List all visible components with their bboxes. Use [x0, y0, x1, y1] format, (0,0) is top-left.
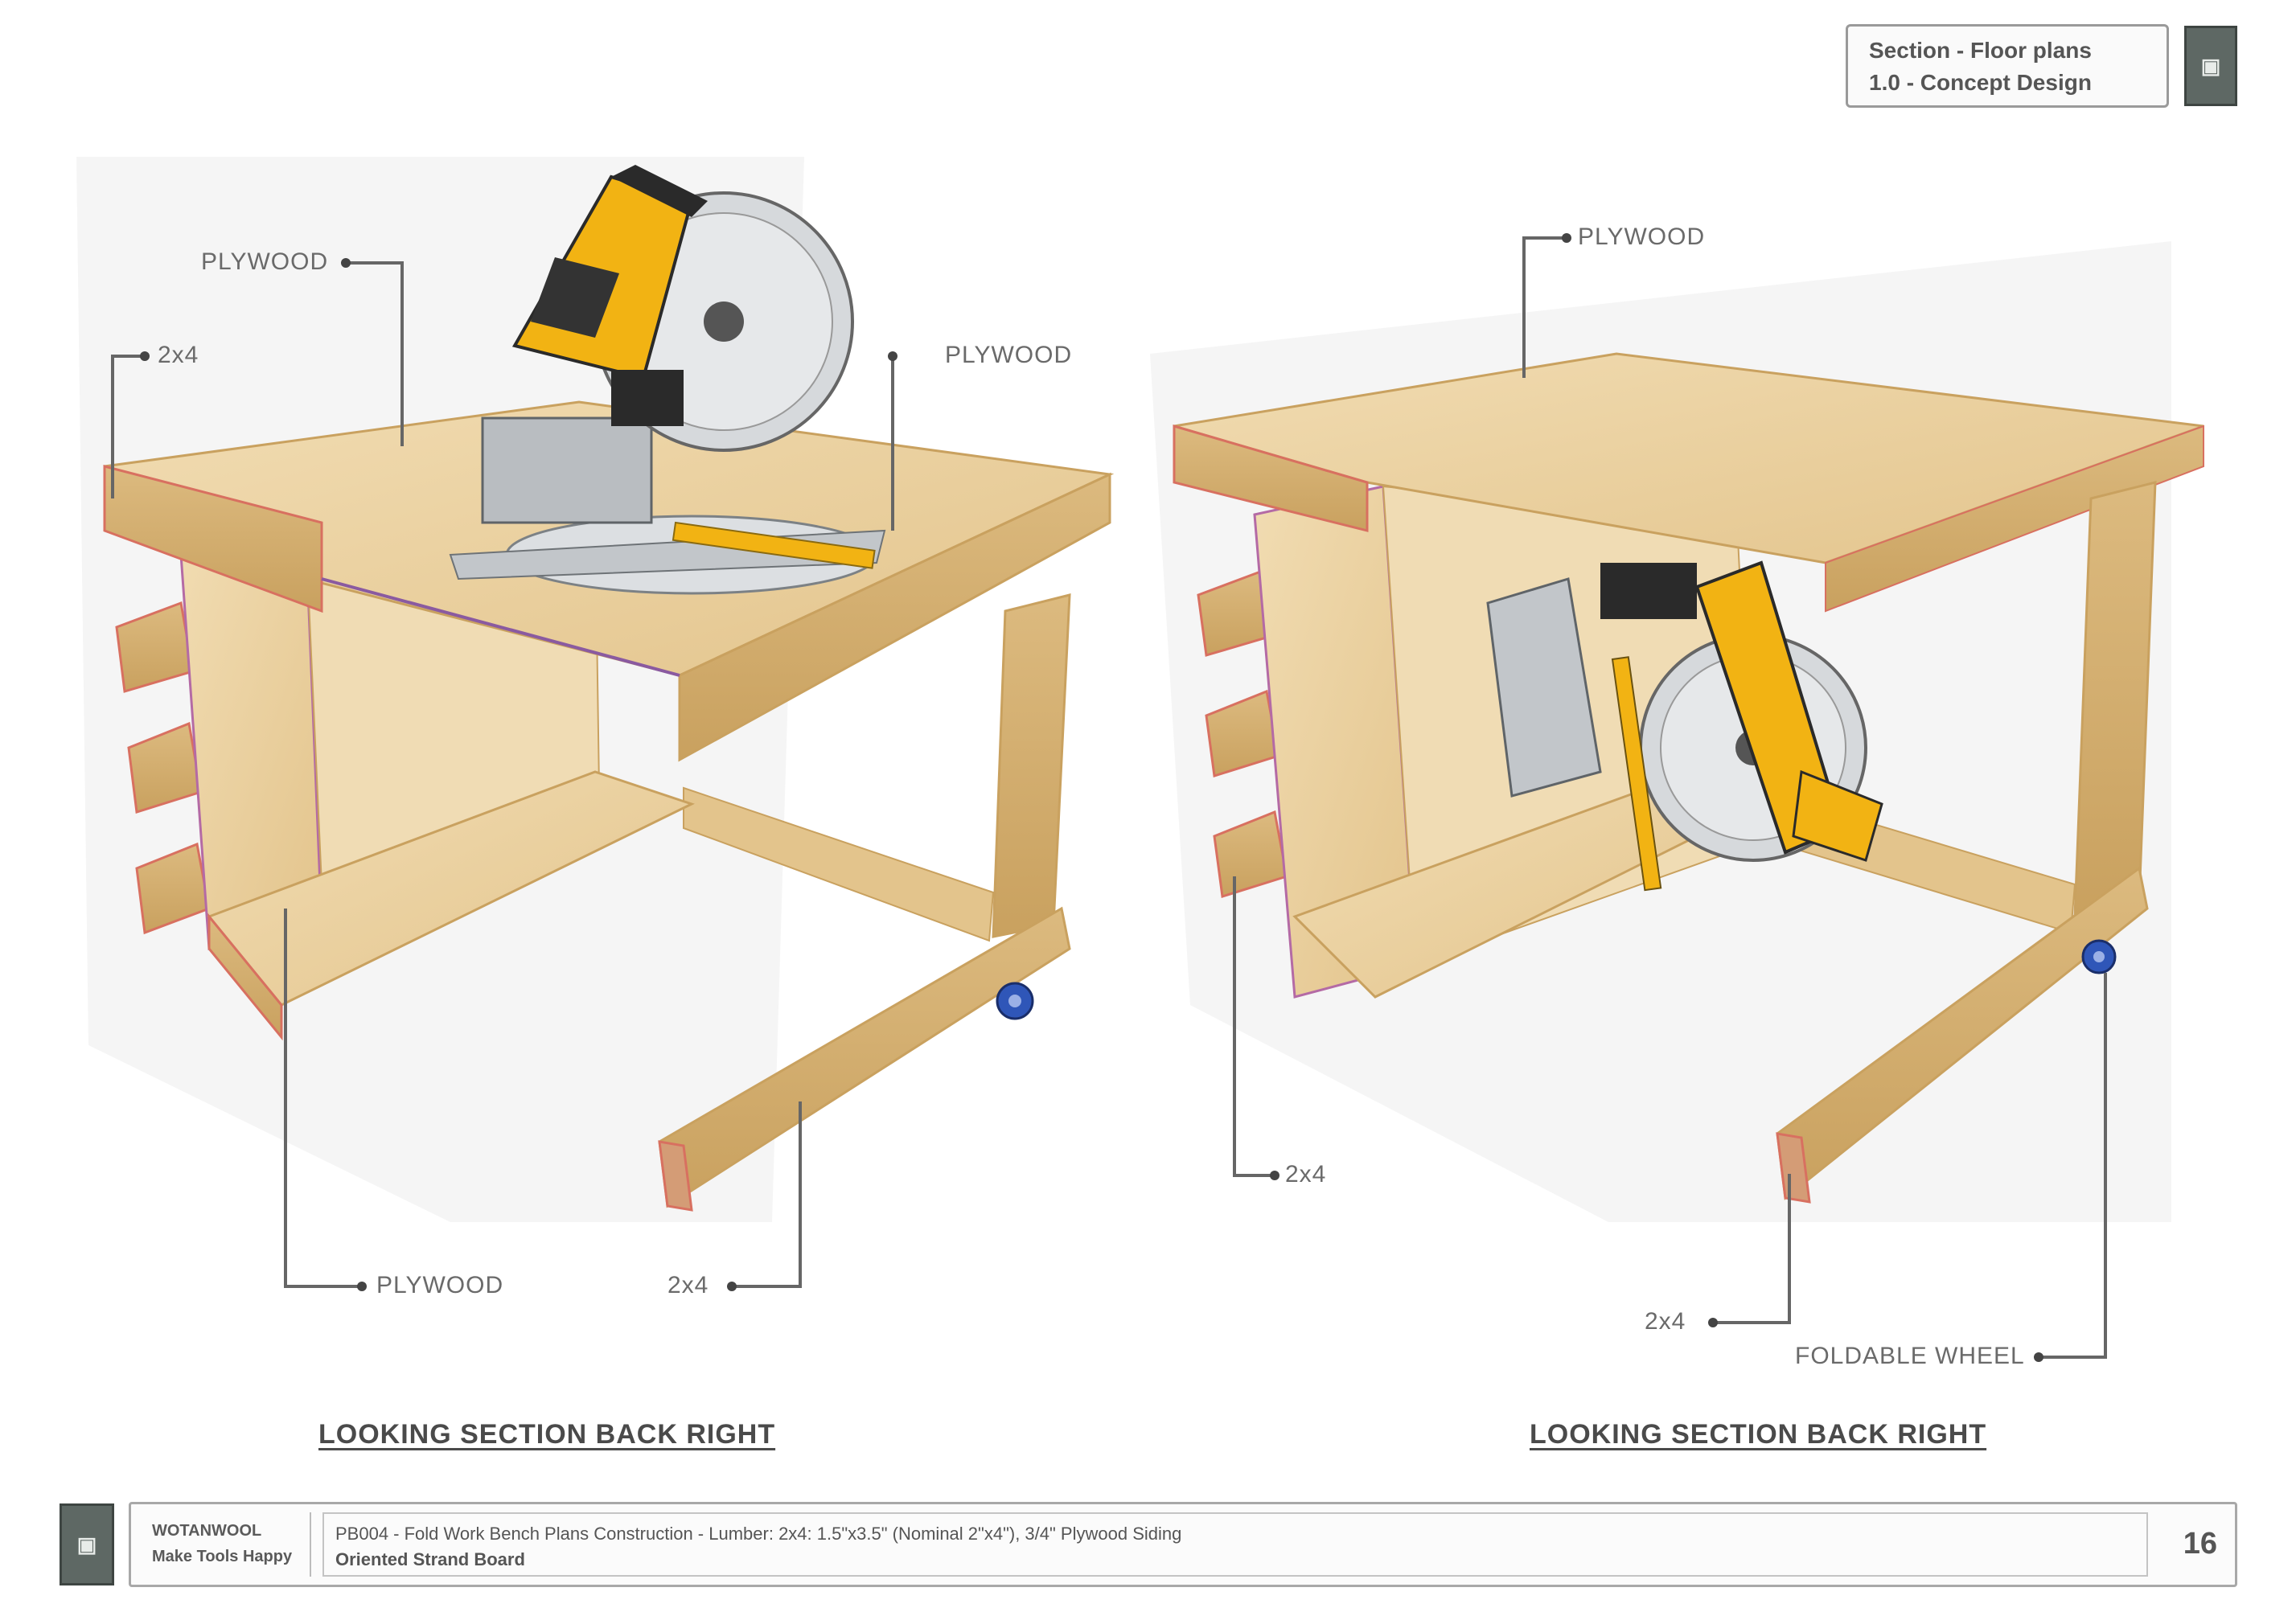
- description-line1: PB004 - Fold Work Bench Plans Constructi…: [335, 1524, 1182, 1544]
- brand-tagline: Make Tools Happy: [152, 1548, 293, 1565]
- right-shelves: [1197, 568, 1288, 898]
- callout-left-2x4-bottom: 2x4: [667, 1272, 709, 1298]
- callout-left-top-plywood: PLYWOOD: [201, 248, 329, 275]
- page-number: 16: [2183, 1527, 2217, 1561]
- title-block: Section - Floor plans 1.0 - Concept Desi…: [1846, 24, 2169, 108]
- right-leaders: [1233, 236, 2107, 1359]
- left-view-title: LOOKING SECTION BACK RIGHT: [318, 1419, 776, 1450]
- logo-badge-icon: ▣: [2184, 26, 2237, 106]
- left-shelves: [115, 601, 211, 935]
- title-block-line1: Section - Floor plans: [1869, 38, 2092, 63]
- callout-right-plywood: PLYWOOD: [1578, 224, 1706, 250]
- miter-saw-icon: [1486, 560, 1883, 892]
- brand-name: WOTANWOOL: [152, 1522, 262, 1540]
- footer-logo-badge-icon: ▣: [60, 1503, 114, 1585]
- footer-brand: WOTANWOOL Make Tools Happy: [141, 1512, 311, 1577]
- left-leaders: [111, 261, 894, 1288]
- callout-left-2x4-top: 2x4: [158, 342, 199, 368]
- right-view: [1150, 233, 2204, 1362]
- callout-right-2x4-left: 2x4: [1285, 1161, 1327, 1188]
- callout-left-bottom-plywood: PLYWOOD: [376, 1272, 504, 1298]
- caster-wheel-icon: [996, 982, 1034, 1020]
- miter-saw-icon: [449, 165, 886, 595]
- title-block-line2: 1.0 - Concept Design: [1869, 70, 2092, 95]
- left-view: [76, 157, 1115, 1291]
- description-line2: Oriented Strand Board: [335, 1549, 525, 1569]
- right-view-title: LOOKING SECTION BACK RIGHT: [1530, 1419, 1987, 1450]
- footer-bar: WOTANWOOL Make Tools Happy PB004 - Fold …: [129, 1502, 2237, 1587]
- callout-foldable-wheel: FOLDABLE WHEEL: [1795, 1343, 2025, 1369]
- footer-description: PB004 - Fold Work Bench Plans Constructi…: [322, 1512, 2148, 1577]
- callout-right-2x4-bottom: 2x4: [1645, 1308, 1686, 1335]
- callout-left-right-plywood: PLYWOOD: [945, 342, 1073, 368]
- caster-wheel-icon: [2081, 939, 2117, 974]
